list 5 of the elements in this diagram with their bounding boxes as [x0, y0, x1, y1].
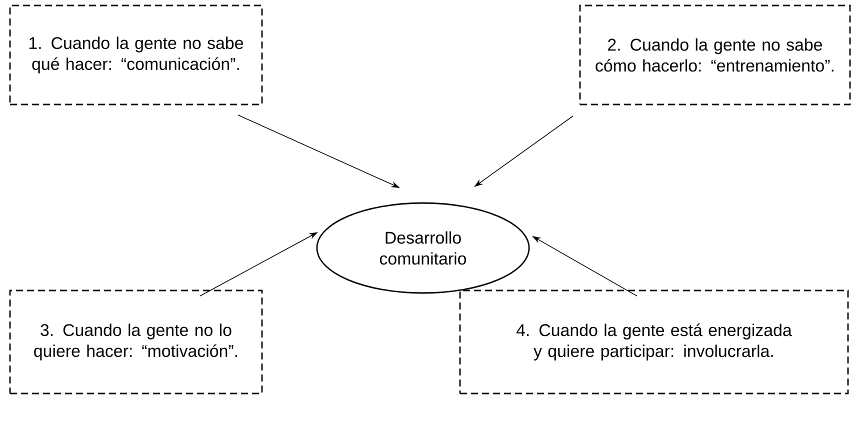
- dashed-box: 4. Cuando la gente está energizada y quiere participar: involucrarla.: [459, 290, 849, 394]
- dashed-box: 2. Cuando la gente no sabe cómo hacerlo: “entrenamiento”.: [579, 4, 851, 106]
- dashed-box: 1. Cuando la gente no sabe qué hacer: “comunicación”.: [9, 4, 263, 106]
- ellipse-node: Desarrollo comunitario: [316, 202, 530, 294]
- dashed-box: 3. Cuando la gente no lo quiere hacer: “motivación”.: [9, 290, 263, 394]
